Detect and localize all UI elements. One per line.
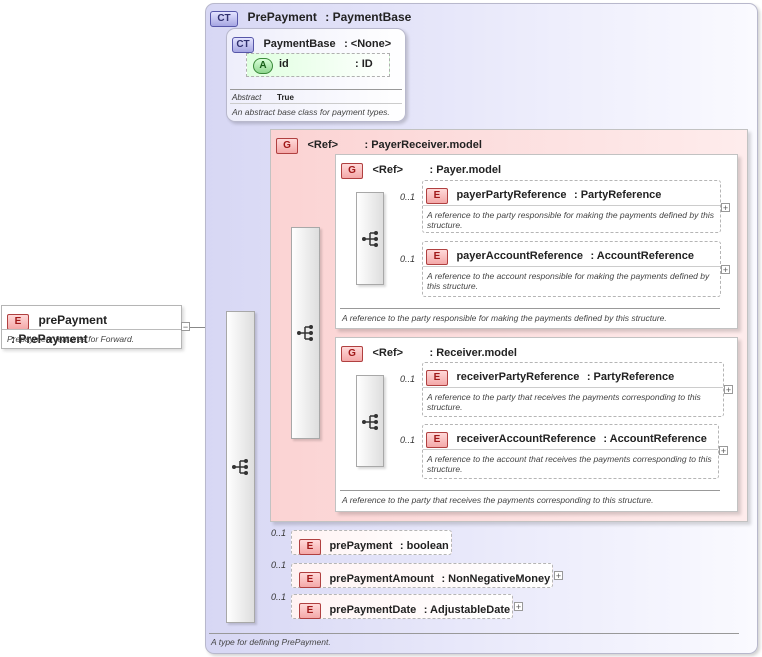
group-name: : Payer.model: [429, 164, 502, 176]
occurrence-label: 0..1: [271, 528, 287, 538]
element-doc: A reference to the party that receives t…: [427, 392, 701, 412]
element-badge: E: [426, 370, 448, 386]
element-name: prePayment: [38, 313, 108, 327]
complex-type-base: : <None>: [344, 38, 392, 50]
occurrence-label: 0..1: [400, 254, 416, 264]
attribute-type: : ID: [355, 58, 373, 70]
sequence-receiver[interactable]: [356, 375, 384, 467]
element-prepaymentamount[interactable]: E prePaymentAmount : NonNegativeMoney: [291, 563, 553, 588]
element-doc: A reference to the account that receives…: [427, 454, 712, 474]
abstract-value: True: [277, 93, 294, 102]
occurrence-label: 0..1: [400, 374, 416, 384]
element-name: receiverAccountReference: [456, 433, 596, 445]
group-icon: G: [341, 346, 363, 362]
element-name: payerAccountReference: [456, 250, 584, 262]
sequence-main[interactable]: [226, 311, 255, 623]
complex-type-icon: CT: [232, 37, 254, 53]
complex-type-icon: CT: [210, 11, 238, 27]
element-prepayment-boolean[interactable]: E prePayment : boolean: [291, 530, 452, 555]
group-doc: A reference to the party responsible for…: [342, 313, 667, 323]
minus-icon[interactable]: −: [181, 322, 190, 332]
complex-type-doc: A type for defining PrePayment.: [211, 637, 331, 647]
plus-icon[interactable]: +: [724, 385, 733, 395]
sequence-icon: [362, 414, 378, 430]
element-name: prePayment: [329, 540, 393, 552]
element-type: : AccountReference: [590, 250, 694, 262]
element-type: : AdjustableDate: [423, 604, 511, 616]
element-type: : PrePayment: [11, 332, 88, 346]
plus-icon[interactable]: +: [719, 446, 728, 456]
element-type: : AccountReference: [603, 433, 707, 445]
element-name: prePaymentDate: [329, 604, 417, 616]
element-type: : NonNegativeMoney: [441, 573, 551, 585]
complex-type-name: PrePayment: [247, 10, 317, 24]
element-badge: E: [426, 188, 448, 204]
element-badge: E: [7, 314, 29, 330]
element-name: prePaymentAmount: [329, 573, 434, 585]
attribute-name: id: [279, 58, 289, 70]
sequence-icon: [232, 459, 248, 475]
element-badge: E: [299, 603, 321, 619]
sequence-icon: [297, 325, 313, 341]
attribute-icon: A: [253, 58, 273, 74]
group-name: : Receiver.model: [429, 347, 517, 359]
root-element-prepayment[interactable]: E prePayment : PrePayment Prepayment fea…: [1, 305, 182, 349]
sequence-payerreceiver[interactable]: [291, 227, 320, 439]
group-icon: G: [341, 163, 363, 179]
element-badge: E: [299, 539, 321, 555]
attribute-id[interactable]: A id : ID: [246, 53, 390, 77]
connector-line: [181, 327, 226, 328]
group-ref: <Ref>: [307, 139, 339, 151]
plus-icon[interactable]: +: [721, 265, 730, 275]
element-name: payerPartyReference: [456, 189, 567, 201]
element-badge: E: [299, 572, 321, 588]
group-ref: <Ref>: [372, 347, 404, 359]
abstract-label: Abstract: [232, 93, 262, 102]
element-receiveraccountreference[interactable]: E receiverAccountReference : AccountRefe…: [422, 424, 719, 479]
element-receiverpartyreference[interactable]: E receiverPartyReference : PartyReferenc…: [422, 362, 724, 417]
group-doc: A reference to the party that receives t…: [342, 495, 654, 505]
element-doc: Prepayment features for Forward.: [7, 334, 135, 344]
complex-type-base: : PaymentBase: [325, 10, 412, 24]
element-type: : boolean: [399, 540, 449, 552]
complex-type-paymentbase: CT PaymentBase : <None> A id : ID Abstra…: [226, 28, 406, 122]
plus-icon[interactable]: +: [721, 203, 730, 213]
element-badge: E: [426, 249, 448, 265]
occurrence-label: 0..1: [400, 192, 416, 202]
element-badge: E: [426, 432, 448, 448]
element-payerpartyreference[interactable]: E payerPartyReference : PartyReference A…: [422, 180, 721, 233]
sequence-icon: [362, 231, 378, 247]
plus-icon[interactable]: +: [554, 571, 563, 581]
element-type: : PartyReference: [573, 189, 662, 201]
group-name: : PayerReceiver.model: [364, 139, 482, 151]
element-doc: A reference to the party responsible for…: [427, 210, 714, 230]
element-doc: A reference to the account responsible f…: [427, 271, 710, 291]
occurrence-label: 0..1: [400, 435, 416, 445]
sequence-payer[interactable]: [356, 192, 384, 285]
occurrence-label: 0..1: [271, 560, 287, 570]
element-payeraccountreference[interactable]: E payerAccountReference : AccountReferen…: [422, 241, 721, 297]
element-name: receiverPartyReference: [456, 371, 580, 383]
group-icon: G: [276, 138, 298, 154]
element-prepaymentdate[interactable]: E prePaymentDate : AdjustableDate: [291, 594, 513, 619]
occurrence-label: 0..1: [271, 592, 287, 602]
element-type: : PartyReference: [586, 371, 675, 383]
plus-icon[interactable]: +: [514, 602, 523, 612]
group-ref: <Ref>: [372, 164, 404, 176]
complex-type-doc: An abstract base class for payment types…: [232, 107, 390, 117]
complex-type-name: PaymentBase: [263, 38, 336, 50]
